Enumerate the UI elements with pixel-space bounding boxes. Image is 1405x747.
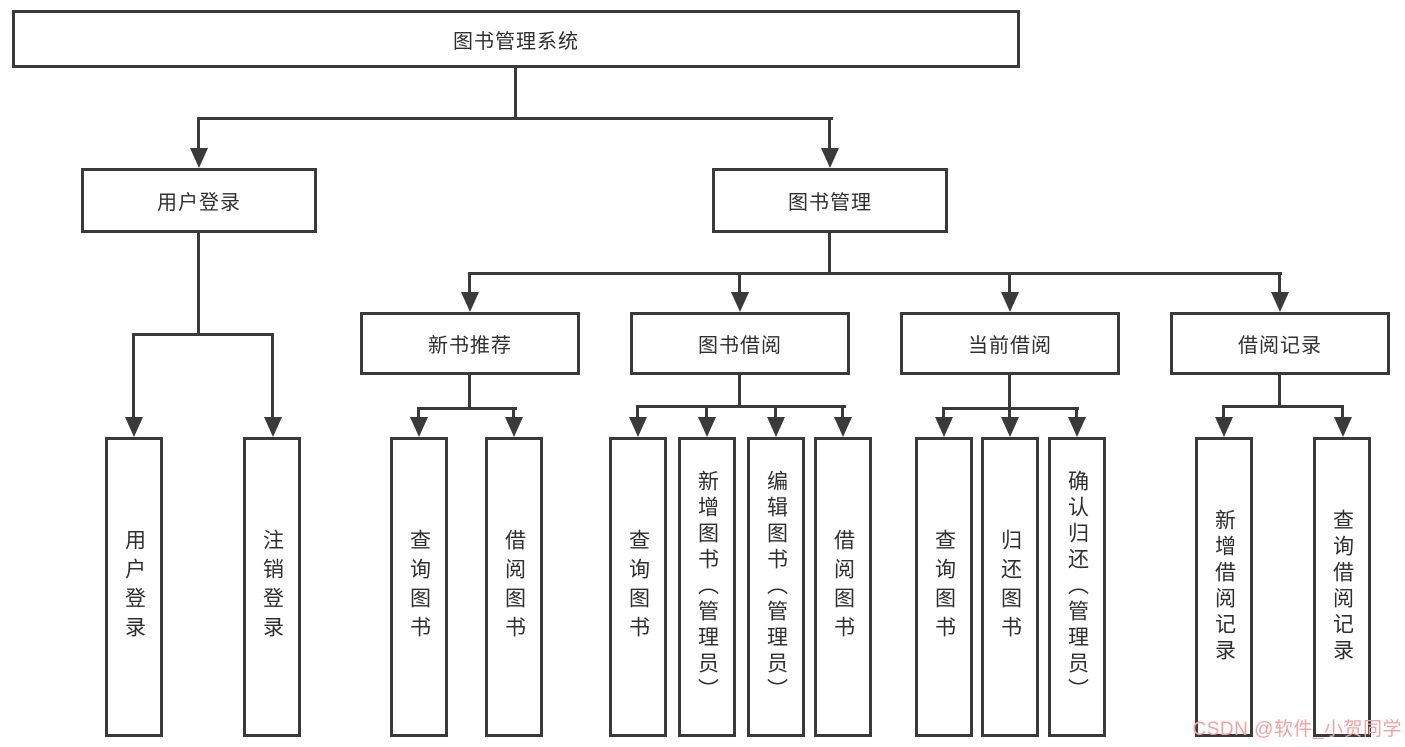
edge-line (705, 405, 708, 419)
edge-line (828, 117, 831, 150)
csdn-watermark: CSDN @软件_小贺同学 (1192, 719, 1402, 740)
edge-line (636, 405, 846, 408)
edge-line (942, 407, 945, 419)
edge-line (197, 233, 200, 335)
arrowhead-down (190, 148, 208, 168)
arrowhead-down (461, 292, 479, 312)
arrowhead-down (125, 417, 143, 437)
arrowhead-down (1068, 417, 1086, 437)
edge-line (468, 272, 471, 294)
node-confirm-return-admin: 确认归还（管理员） (1048, 437, 1106, 737)
node-user-login-action: 用户登录 (105, 437, 163, 737)
arrowhead-down (629, 417, 647, 437)
node-library-management-system: 图书管理系统 (12, 10, 1020, 68)
arrowhead-down (1001, 292, 1019, 312)
edge-line (271, 333, 274, 419)
edge-line (1075, 407, 1078, 419)
arrowhead-down (1001, 417, 1019, 437)
edge-line (738, 272, 741, 294)
node-query-borrow-record: 查询借阅记录 (1313, 437, 1371, 737)
edge-line (512, 407, 515, 419)
edge-line (514, 68, 517, 120)
node-book-management: 图书管理 (712, 168, 948, 233)
node-book-borrowing: 图书借阅 (630, 312, 850, 375)
arrowhead-down (935, 417, 953, 437)
node-return-books: 归还图书 (981, 437, 1039, 737)
edge-line (1222, 405, 1225, 419)
edge-line (197, 117, 200, 150)
node-logout: 注销登录 (243, 437, 301, 737)
edge-line (774, 405, 777, 419)
edge-line (197, 117, 833, 120)
arrowhead-down (410, 417, 428, 437)
edge-line (1008, 407, 1011, 419)
arrowhead-down (1271, 292, 1289, 312)
node-new-book-recommend: 新书推荐 (360, 312, 580, 375)
edge-line (738, 375, 741, 407)
node-edit-books-admin: 编辑图书（管理员） (747, 437, 805, 737)
edge-line (636, 405, 639, 419)
edge-line (1008, 375, 1011, 410)
edge-line (132, 333, 135, 419)
arrowhead-down (264, 417, 282, 437)
edge-line (468, 375, 471, 410)
edge-line (132, 333, 274, 336)
node-borrowing-records: 借阅记录 (1170, 312, 1390, 375)
edge-line (1222, 405, 1344, 408)
arrowhead-down (767, 417, 785, 437)
arrowhead-down (1215, 417, 1233, 437)
edge-line (828, 233, 831, 274)
node-query-books-borrowing: 查询图书 (609, 437, 667, 737)
node-borrow-books: 借阅图书 (814, 437, 872, 737)
edge-line (1341, 405, 1344, 419)
edge-line (1278, 375, 1281, 407)
edge-line (1008, 272, 1011, 294)
edge-line (417, 407, 420, 419)
edge-line (417, 407, 517, 410)
arrowhead-down (1334, 417, 1352, 437)
node-borrow-books-recommend: 借阅图书 (485, 437, 543, 737)
node-current-borrowing: 当前借阅 (900, 312, 1120, 375)
node-user-login: 用户登录 (81, 168, 317, 233)
node-query-books-current: 查询图书 (915, 437, 973, 737)
arrowhead-down (834, 417, 852, 437)
arrowhead-down (698, 417, 716, 437)
arrowhead-down (505, 417, 523, 437)
edge-line (1278, 272, 1281, 294)
arrowhead-down (821, 148, 839, 168)
node-add-borrow-record: 新增借阅记录 (1195, 437, 1253, 737)
node-add-books-admin: 新增图书（管理员） (678, 437, 736, 737)
node-query-books-recommend: 查询图书 (390, 437, 448, 737)
edge-line (841, 405, 844, 419)
edge-line (468, 272, 1282, 275)
arrowhead-down (731, 292, 749, 312)
